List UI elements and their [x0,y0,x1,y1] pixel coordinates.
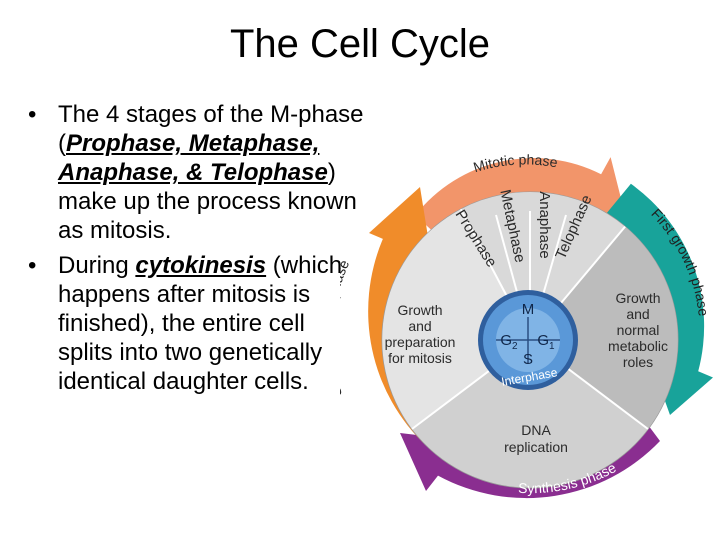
g1-text-line: roles [623,354,653,370]
bullet-text: (which happens after mitosis is finished… [58,252,343,395]
m-phase-wedge [460,192,626,340]
g1-text-line: normal [617,322,660,338]
s-sector [412,340,648,488]
s-center-label: S [523,351,533,368]
g1-text-line: and [626,306,649,322]
s-text-line: replication [504,439,568,455]
bullet-text: During [58,252,136,279]
synthesis-phase-arrow [400,415,660,499]
g2-description: Growth and preparation for mitosis [385,302,456,366]
bullet-mitosis: The 4 stages of the M-phase (Prophase, M… [20,100,365,245]
g2-letter: G [500,332,512,349]
bullet-list: The 4 stages of the M-phase (Prophase, M… [20,100,365,402]
g1-subscript: 1 [549,341,555,352]
g1-description: Growth and normal metabolic roles [608,290,668,370]
bullet-text: ) make up the process known as mitosis. [58,159,357,244]
mitosis-stages-emphasis: Prophase, Metaphase, Anaphase, & Telopha… [58,130,328,186]
second-growth-phase-text: Second growth phase [340,257,352,399]
s-description: DNA replication [504,422,568,455]
g2-center-label: G2 [500,332,518,352]
g2-text-line: preparation [385,334,456,350]
cytokinesis-emphasis: cytokinesis [135,252,267,279]
bullet-cytokinesis: During cytokinesis (which happens after … [20,251,365,396]
g1-text-line: metabolic [608,338,668,354]
bullet-text: The 4 stages of the M-phase ( [58,101,364,157]
g1-center-label: G1 [537,332,555,352]
g2-text-line: and [408,318,431,334]
anaphase-label: Anaphase [536,191,553,259]
s-text-line: DNA [521,422,551,438]
slide-title: The Cell Cycle [229,22,491,66]
g1-letter: G [537,332,549,349]
cell-cycle-diagram: Prophase Metaphase Anaphase Telophase Gr… [340,151,713,499]
g2-sector [382,209,530,429]
g2-text-line: for mitosis [388,350,452,366]
interphase-center: M G2 G1 S Interphase [478,290,578,390]
first-growth-phase-arrow [607,183,713,415]
g2-text-line: Growth [397,302,442,318]
g1-sector [530,226,678,429]
g2-subscript: 2 [512,341,518,352]
second-growth-phase-label: Second growth phase [340,257,352,399]
g1-text-line: Growth [615,290,660,306]
m-label: M [522,301,535,318]
